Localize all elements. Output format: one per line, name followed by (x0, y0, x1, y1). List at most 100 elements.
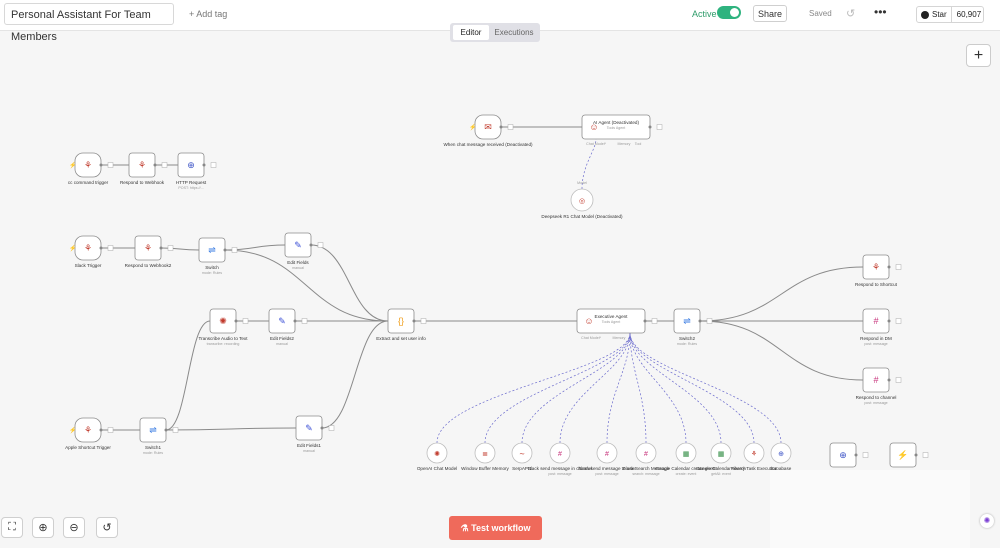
output-port[interactable] (698, 319, 702, 323)
add-output-plus-icon[interactable] (107, 427, 114, 433)
add-output-plus-icon[interactable] (420, 318, 427, 324)
node-body[interactable] (549, 442, 571, 464)
output-port[interactable] (887, 265, 891, 269)
node-body[interactable] (675, 442, 697, 464)
tool-connection-edge[interactable] (436, 332, 631, 444)
output-port[interactable] (643, 319, 647, 323)
share-button[interactable]: Share (753, 5, 787, 22)
add-output-plus-icon[interactable] (706, 318, 713, 324)
zoom-out-button[interactable]: ⊖ (63, 517, 85, 538)
tool-connection-edge[interactable] (521, 332, 631, 444)
add-output-plus-icon[interactable] (107, 245, 114, 251)
output-port[interactable] (99, 163, 103, 167)
output-port[interactable] (202, 163, 206, 167)
output-port[interactable] (887, 319, 891, 323)
history-icon[interactable]: ↺ (846, 8, 856, 20)
add-node-button[interactable]: + (966, 44, 991, 67)
add-output-plus-icon[interactable] (651, 318, 658, 324)
add-output-plus-icon[interactable] (210, 162, 217, 168)
tool-connection-edge[interactable] (606, 332, 631, 444)
add-output-plus-icon[interactable] (317, 242, 324, 248)
add-output-plus-icon[interactable] (656, 124, 663, 130)
output-port[interactable] (159, 246, 163, 250)
workflow-node[interactable]: ∼SerpAPI1 (511, 442, 533, 471)
more-options-icon[interactable]: ••• (874, 5, 887, 19)
output-port[interactable] (412, 319, 416, 323)
tool-connection-edge[interactable] (629, 332, 722, 444)
workflow-node[interactable]: ⚡⚘cc command trigger (68, 152, 114, 185)
output-port[interactable] (499, 125, 503, 129)
node-body[interactable] (474, 442, 496, 464)
zoom-in-button[interactable]: ⊕ (32, 517, 54, 538)
workflow-node[interactable]: ⚡⚘Slack Trigger (69, 235, 114, 268)
model-connection-edge[interactable] (581, 138, 597, 190)
node-body[interactable] (426, 442, 448, 464)
add-output-plus-icon[interactable] (328, 425, 335, 431)
add-output-plus-icon[interactable] (231, 247, 238, 253)
node-body[interactable] (710, 442, 732, 464)
workflow-node[interactable]: ✺OpenAI Chat Model (417, 442, 457, 471)
output-port[interactable] (234, 319, 238, 323)
add-output-plus-icon[interactable] (922, 452, 929, 458)
output-port[interactable] (648, 125, 652, 129)
connection-edge[interactable] (699, 320, 864, 381)
add-output-plus-icon[interactable] (107, 162, 114, 168)
output-port[interactable] (320, 426, 324, 430)
output-port[interactable] (223, 248, 227, 252)
output-port[interactable] (854, 453, 858, 457)
output-port[interactable] (164, 428, 168, 432)
workflow-node[interactable]: ⚡⚘Apple Shortcut Trigger (65, 417, 114, 450)
reset-zoom-button[interactable]: ↺ (96, 517, 118, 538)
add-output-plus-icon[interactable] (301, 318, 308, 324)
node-body[interactable] (596, 442, 618, 464)
workflow-node[interactable]: ⚡✉When chat message received (Deactivate… (443, 114, 533, 147)
output-port[interactable] (309, 243, 313, 247)
fit-view-button[interactable]: ⛶ (1, 517, 23, 538)
tool-connection-edge[interactable] (559, 332, 631, 444)
output-port[interactable] (153, 163, 157, 167)
active-toggle[interactable] (717, 6, 741, 19)
workflow-node[interactable]: ⚘Respond to Webhook2 (125, 235, 174, 268)
node-body[interactable] (511, 442, 533, 464)
connection-edge[interactable] (310, 244, 389, 322)
add-output-plus-icon[interactable] (895, 377, 902, 383)
add-output-plus-icon[interactable] (167, 245, 174, 251)
connection-edge[interactable] (699, 266, 864, 322)
add-output-plus-icon[interactable] (895, 318, 902, 324)
workflow-node[interactable]: ≣Window Buffer Memory (461, 442, 510, 471)
add-output-plus-icon[interactable] (172, 427, 179, 433)
add-output-plus-icon[interactable] (242, 318, 249, 324)
tool-connection-edge[interactable] (629, 332, 647, 444)
node-body[interactable] (770, 442, 792, 464)
node-body[interactable] (743, 442, 765, 464)
output-port[interactable] (99, 246, 103, 250)
add-tag-link[interactable]: + Add tag (189, 9, 228, 19)
add-output-plus-icon[interactable] (895, 264, 902, 270)
tool-connection-edge[interactable] (629, 332, 687, 444)
add-output-plus-icon[interactable] (161, 162, 168, 168)
workflow-node[interactable]: ☺AI Agent (Deactivated)Tools Agent (581, 114, 663, 140)
tool-connection-edge[interactable] (484, 332, 631, 444)
brain-help-icon[interactable]: ✺ (980, 514, 994, 528)
workflow-canvas[interactable]: ⚡⚘cc command trigger⚘Respond to Webhook⊕… (0, 30, 1000, 520)
add-output-plus-icon[interactable] (507, 124, 514, 130)
tool-connection-edge[interactable] (629, 332, 782, 444)
workflow-node[interactable]: {}Extract and set user info (376, 308, 427, 341)
workflow-node[interactable]: ◎Deepseek R1 Chat Model (Deactivated) (541, 188, 623, 219)
node-body[interactable] (635, 442, 657, 464)
